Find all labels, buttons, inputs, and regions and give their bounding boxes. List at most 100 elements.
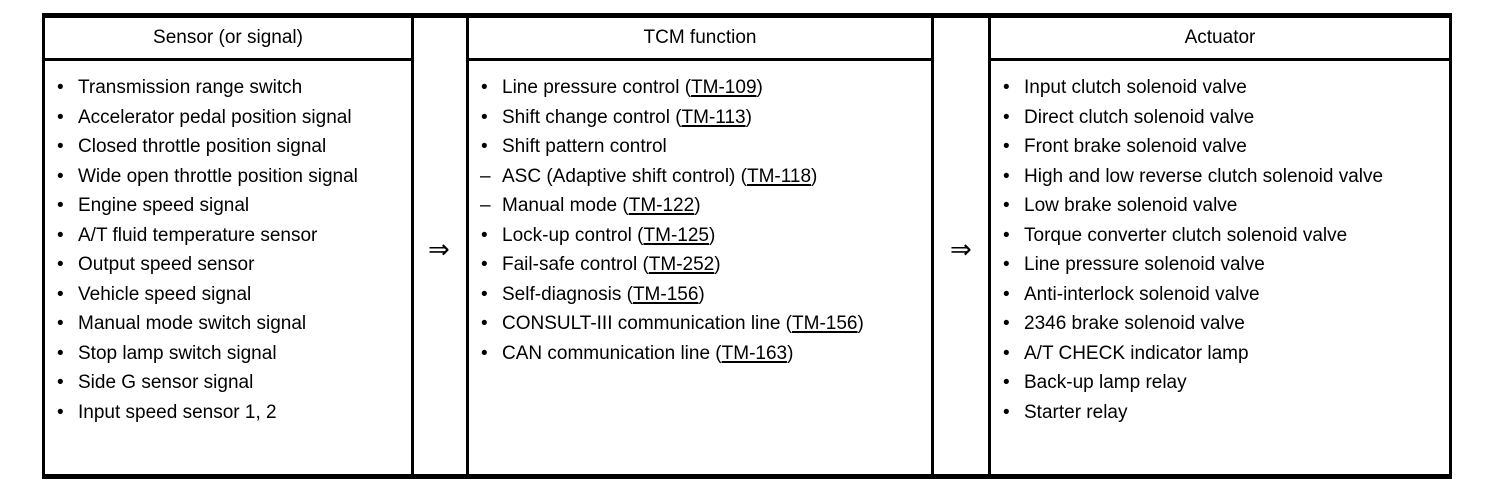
list-item-label: Closed throttle position signal xyxy=(78,136,327,157)
bullet-marker-icon: • xyxy=(57,136,64,157)
list-item-label: Front brake solenoid valve xyxy=(1024,136,1247,157)
list-item-label-tail: ) xyxy=(745,106,752,128)
list-item-label: Engine speed signal xyxy=(78,195,250,216)
list-item: • Vehicle speed signal xyxy=(53,280,403,310)
bullet-marker-icon: • xyxy=(481,77,488,98)
list-item: •Back-up lamp relay xyxy=(999,368,1441,398)
bullet-marker-icon: • xyxy=(481,224,488,246)
bullet-marker-icon: • xyxy=(1003,313,1010,334)
list-item-label: Self-diagnosis ( xyxy=(502,283,633,305)
bullet-marker-icon: • xyxy=(1003,372,1010,393)
list-item-label: Side G sensor signal xyxy=(78,372,254,393)
cross-reference-link[interactable]: TM-156 xyxy=(792,313,858,334)
list-item: •Side G sensor signal xyxy=(53,368,403,398)
bullet-marker-icon: • xyxy=(481,254,488,275)
list-item: •Shift pattern control xyxy=(477,132,923,162)
arrow-right-icon: ⇒ xyxy=(428,234,450,264)
bullet-marker-icon: • xyxy=(1003,195,1010,216)
list-item-label: Line pressure solenoid valve xyxy=(1024,254,1265,275)
cross-reference-link[interactable]: TM-113 xyxy=(681,106,746,128)
list-item: •Engine speed signal xyxy=(53,191,403,221)
list-item: • Line pressure control (TM-109) xyxy=(477,73,923,103)
list-item-label-tail: ) xyxy=(708,224,716,246)
list-item: • Torque converter clutch solenoid valve xyxy=(999,221,1441,251)
bullet-marker-icon: • xyxy=(1003,342,1010,364)
bullet-marker-icon: • xyxy=(1003,254,1010,275)
list-item: • Wide open throttle position signal xyxy=(53,162,403,192)
list-item-label: Fail-safe control ( xyxy=(502,254,649,275)
list-item-label: A/T CHECK indicator lamp xyxy=(1024,342,1249,364)
list-item-label: Wide open throttle position signal xyxy=(78,165,358,187)
bullet-marker-icon: • xyxy=(1003,224,1010,246)
column-header-actuator: Actuator xyxy=(991,18,1449,61)
list-item-label: ASC (Adaptive shift control) ( xyxy=(502,165,747,187)
list-item: • Input clutch solenoid valve xyxy=(999,73,1441,103)
column-tcm-function: TCM function •Line pressure control (TM-… xyxy=(466,18,934,474)
list-item-label: Direct clutch solenoid valve xyxy=(1024,106,1255,128)
list-item-label: Vehicle speed signal xyxy=(78,283,252,305)
bullet-marker-icon: • xyxy=(481,342,488,364)
bullet-marker-icon: • xyxy=(57,342,64,364)
list-item-label-tail: ) xyxy=(857,313,864,334)
table-bottom-rule xyxy=(42,474,1452,479)
list-item: –ASC (Adaptive shift control) (TM-118) xyxy=(477,162,923,192)
list-item: • Closed throttle position signal xyxy=(53,132,403,162)
list-item-label: Shift change control ( xyxy=(502,106,682,128)
list-item-label: CAN communication line ( xyxy=(502,342,722,364)
actuator-list: • Input clutch solenoid valve • Direct clut… xyxy=(999,73,1441,427)
list-item: • Lock-up control (TM-125) xyxy=(477,221,923,251)
list-item-label: Manual mode switch signal xyxy=(78,313,307,334)
bullet-marker-icon: • xyxy=(1003,77,1010,98)
list-item: • CAN communication line (TM-163) xyxy=(477,339,923,369)
bullet-marker-icon: • xyxy=(57,313,64,334)
list-item: •CONSULT-III communication line (TM-156) xyxy=(477,309,923,339)
list-item: –Manual mode (TM-122) xyxy=(477,191,923,221)
bullet-marker-icon: • xyxy=(57,283,64,305)
bullet-marker-icon: • xyxy=(57,106,64,128)
list-item-label-tail: ) xyxy=(714,254,721,275)
cross-reference-link[interactable]: TM-109 xyxy=(691,77,757,98)
list-item-label: Line pressure control ( xyxy=(502,77,692,98)
list-item: • Transmission range switch xyxy=(53,73,403,103)
cross-reference-link[interactable]: TM-252 xyxy=(648,254,715,275)
cross-reference-link[interactable]: TM-118 xyxy=(746,165,812,187)
list-item: •Shift change control (TM-113) xyxy=(477,103,923,133)
list-item-label: A/T fluid temperature sensor xyxy=(78,224,318,246)
arrow-right-icon: ⇒ xyxy=(950,234,972,264)
bullet-marker-icon: • xyxy=(57,165,64,187)
list-item: •High and low reverse clutch solenoid va… xyxy=(999,162,1441,192)
list-item: •Accelerator pedal position signal xyxy=(53,103,403,133)
list-item-label: Manual mode ( xyxy=(502,195,629,216)
list-item-label: Torque converter clutch solenoid valve xyxy=(1024,224,1348,246)
list-item: •Anti-interlock solenoid valve xyxy=(999,280,1441,310)
column-header-sensor: Sensor (or signal) xyxy=(45,18,411,61)
dash-marker-icon: – xyxy=(480,165,491,187)
bullet-marker-icon: • xyxy=(1003,106,1010,128)
list-item: •Front brake solenoid valve xyxy=(999,132,1441,162)
cross-reference-link[interactable]: TM-125 xyxy=(643,224,709,246)
list-item-label-tail: ) xyxy=(694,195,701,216)
list-item-label-tail: ) xyxy=(756,77,763,98)
list-item-label: Transmission range switch xyxy=(78,77,303,98)
column-sensor: Sensor (or signal) • Transmission range s… xyxy=(42,18,414,474)
bullet-marker-icon: • xyxy=(57,77,64,98)
cross-reference-link[interactable]: TM-163 xyxy=(721,342,788,364)
list-item-label: Anti-interlock solenoid valve xyxy=(1024,283,1260,305)
bullet-marker-icon: • xyxy=(481,313,488,334)
list-item-label: Low brake solenoid valve xyxy=(1024,195,1238,216)
list-item: •A/T fluid temperature sensor xyxy=(53,221,403,251)
column-header-tcm-function: TCM function xyxy=(469,18,931,61)
list-item: • Direct clutch solenoid valve xyxy=(999,103,1441,133)
list-item-label: Input clutch solenoid valve xyxy=(1024,77,1247,98)
list-item: •Stop lamp switch signal xyxy=(53,339,403,369)
column-actuator: Actuator • Input clutch solenoid valve • Di… xyxy=(988,18,1452,474)
list-item: •Output speed sensor xyxy=(53,250,403,280)
tcm-function-list: •Line pressure control (TM-109)•Shift ch… xyxy=(477,73,923,368)
list-item-label-tail: ) xyxy=(698,283,705,305)
cross-reference-link[interactable]: TM-156 xyxy=(632,283,699,305)
cross-reference-link[interactable]: TM-122 xyxy=(628,195,695,216)
list-item-label-tail: ) xyxy=(787,342,794,364)
list-item-label: Lock-up control ( xyxy=(502,224,644,246)
list-item-label: 2346 brake solenoid valve xyxy=(1024,313,1245,334)
bullet-marker-icon: • xyxy=(481,283,488,305)
